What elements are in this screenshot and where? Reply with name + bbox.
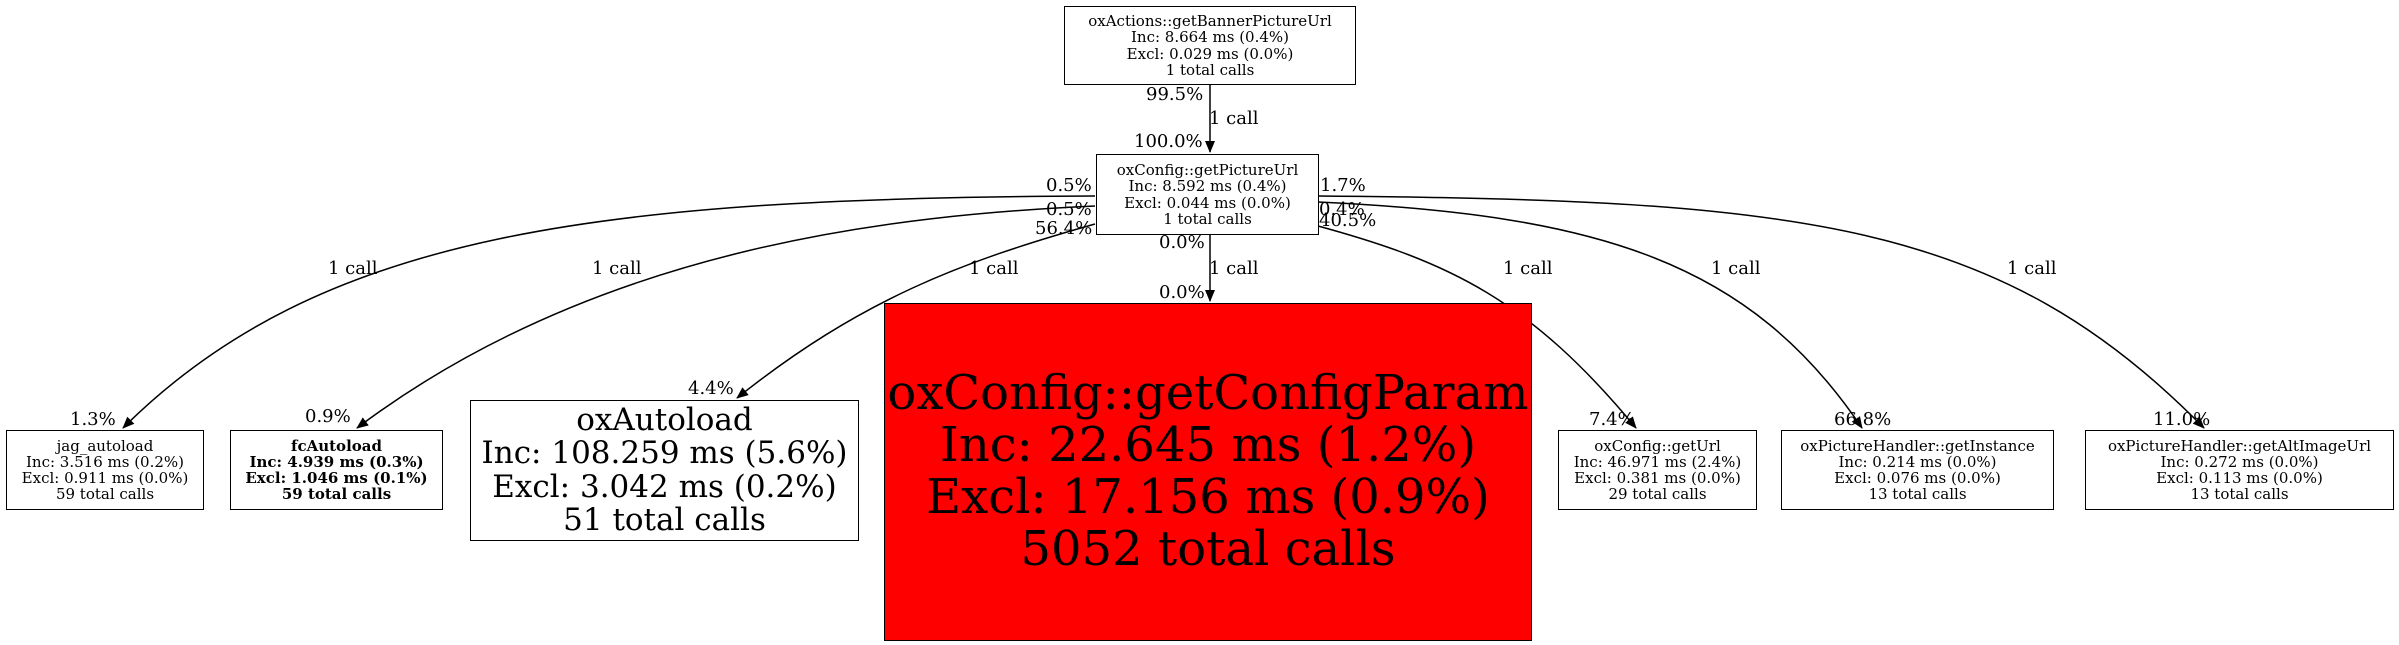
node-calls: 1 total calls: [1163, 209, 1252, 228]
edge-call-label: 1 call: [969, 258, 1019, 279]
node-inc: Inc: 46.971 ms (2.4%): [1573, 452, 1742, 471]
node-inc: Inc: 22.645 ms (1.2%): [939, 417, 1477, 474]
node-name: fcAutoload: [291, 436, 382, 455]
node-name: oxActions::getBannerPictureUrl: [1088, 12, 1332, 31]
edge-call-label: 1 call: [1503, 258, 1553, 279]
node-inc: Inc: 108.259 ms (5.6%): [481, 435, 848, 472]
node-inc: Inc: 8.592 ms (0.4%): [1128, 177, 1287, 196]
node-inc: Inc: 0.272 ms (0.0%): [2160, 452, 2319, 471]
node-name: oxAutoload: [576, 401, 753, 438]
node-calls: 51 total calls: [563, 501, 766, 538]
node-calls: 5052 total calls: [1020, 520, 1396, 577]
edge-dst-pct: 11.0%: [2153, 409, 2211, 430]
edge-dst-pct: 7.4%: [1589, 409, 1635, 430]
node-get-instance[interactable]: oxPictureHandler::getInstance Inc: 0.214…: [1781, 430, 2054, 510]
node-excl: Excl: 0.076 ms (0.0%): [1834, 469, 2001, 487]
node-calls: 59 total calls: [55, 485, 155, 504]
node-calls: 1 total calls: [1165, 60, 1255, 79]
node-inc: Inc: 0.214 ms (0.0%): [1838, 452, 1997, 471]
edge-call-label: 1 call: [2007, 258, 2057, 279]
edge-call-label: 1 call: [1209, 258, 1259, 279]
node-name: oxConfig::getConfigParam: [887, 365, 1529, 422]
node-get-url[interactable]: oxConfig::getUrl Inc: 46.971 ms (2.4%) E…: [1558, 430, 1757, 510]
edge-dst-pct: 1.3%: [70, 409, 116, 430]
edge-src-pct: 40.5%: [1319, 210, 1377, 231]
node-calls: 13 total calls: [2190, 485, 2289, 504]
edge-dst-pct: 4.4%: [688, 378, 734, 399]
edge-src-pct: 0.0%: [1159, 232, 1205, 253]
node-inc: Inc: 4.939 ms (0.3%): [249, 452, 424, 471]
node-excl: Excl: 0.911 ms (0.0%): [21, 469, 189, 487]
edge-src-pct: 0.4%: [1319, 199, 1365, 220]
node-get-banner-picture-url[interactable]: oxActions::getBannerPictureUrl Inc: 8.66…: [1064, 6, 1356, 85]
node-name: oxPictureHandler::getInstance: [1800, 436, 2035, 455]
edge-picture-to-altimage: [1317, 195, 2205, 429]
edge-picture-to-oxautoload: [736, 223, 1096, 399]
node-get-alt-image-url[interactable]: oxPictureHandler::getAltImageUrl Inc: 0.…: [2085, 430, 2394, 510]
edge-picture-to-instance: [1317, 201, 1863, 429]
node-calls: 29 total calls: [1608, 485, 1707, 504]
edge-call-label: 1 call: [592, 258, 642, 279]
edge-call-label: 1 call: [328, 258, 378, 279]
node-fc-autoload[interactable]: fcAutoload Inc: 4.939 ms (0.3%) Excl: 1.…: [230, 430, 443, 510]
node-jag-autoload[interactable]: jag_autoload Inc: 3.516 ms (0.2%) Excl: …: [6, 430, 204, 510]
node-name: oxConfig::getPictureUrl: [1116, 161, 1299, 180]
edge-picture-to-fc: [356, 205, 1096, 429]
node-get-config-param[interactable]: oxConfig::getConfigParam Inc: 22.645 ms …: [884, 303, 1532, 641]
edge-dst-pct: 0.0%: [1159, 282, 1205, 303]
node-excl: Excl: 1.046 ms (0.1%): [245, 469, 428, 487]
edge-call-label: 1 call: [1711, 258, 1761, 279]
node-calls: 59 total calls: [281, 485, 392, 504]
node-inc: Inc: 3.516 ms (0.2%): [25, 452, 185, 471]
node-get-picture-url[interactable]: oxConfig::getPictureUrl Inc: 8.592 ms (0…: [1096, 154, 1319, 235]
node-calls: 13 total calls: [1868, 485, 1967, 504]
edge-src-pct: 0.5%: [1046, 199, 1092, 220]
node-excl: Excl: 17.156 ms (0.9%): [926, 469, 1490, 525]
edge-src-pct: 56.4%: [1035, 218, 1093, 239]
node-excl: Excl: 0.044 ms (0.0%): [1124, 193, 1291, 212]
edge-src-pct: 0.5%: [1046, 175, 1092, 196]
node-inc: Inc: 8.664 ms (0.4%): [1130, 28, 1290, 47]
edge-dst-pct: 100.0%: [1134, 131, 1203, 152]
node-excl: Excl: 3.042 ms (0.2%): [492, 468, 837, 505]
node-excl: Excl: 0.029 ms (0.0%): [1126, 44, 1294, 63]
node-excl: Excl: 0.113 ms (0.0%): [2156, 469, 2323, 487]
node-excl: Excl: 0.381 ms (0.0%): [1574, 469, 1741, 487]
node-name: oxPictureHandler::getAltImageUrl: [2107, 436, 2372, 455]
edge-picture-to-geturl: [1317, 225, 1637, 429]
node-name: oxConfig::getUrl: [1594, 436, 1721, 455]
edge-dst-pct: 66.8%: [1834, 409, 1892, 430]
edge-src-pct: 1.7%: [1320, 175, 1366, 196]
edge-picture-to-jag: [122, 195, 1096, 429]
node-ox-autoload[interactable]: oxAutoload Inc: 108.259 ms (5.6%) Excl: …: [470, 400, 859, 541]
edge-dst-pct: 0.9%: [305, 406, 351, 427]
edge-call-label: 1 call: [1209, 108, 1259, 129]
node-name: jag_autoload: [56, 436, 154, 455]
edge-src-pct: 99.5%: [1146, 84, 1204, 105]
